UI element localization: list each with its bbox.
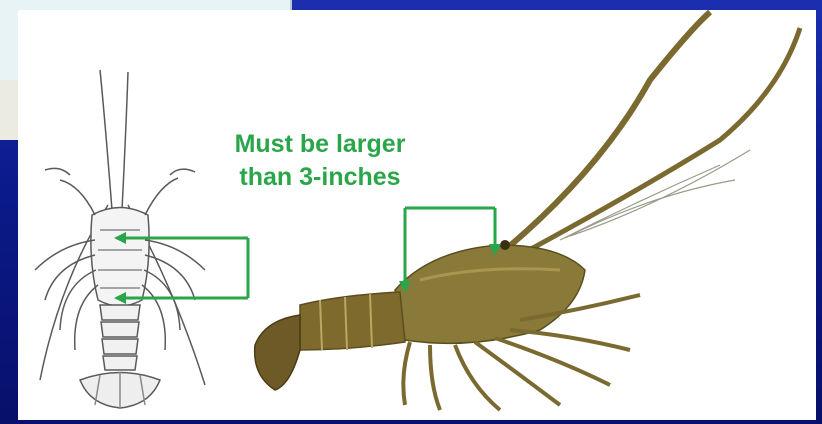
size-requirement-caption: Must be larger than 3-inches bbox=[190, 128, 450, 194]
caption-line-1: Must be larger bbox=[190, 128, 450, 161]
caption-line-2: than 3-inches bbox=[190, 161, 450, 194]
lobster-illustration-side-view bbox=[255, 12, 800, 410]
